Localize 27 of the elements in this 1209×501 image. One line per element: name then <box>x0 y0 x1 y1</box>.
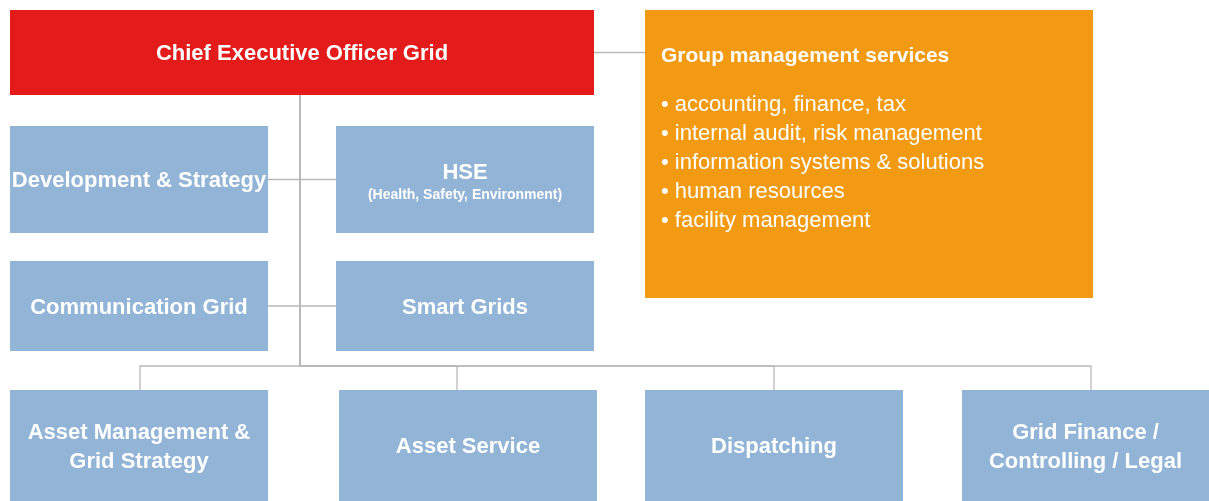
unit-box <box>645 390 903 501</box>
unit-name: Grid Finance / Controlling / Legal <box>987 417 1184 475</box>
services-box <box>645 10 1093 298</box>
unit-box <box>339 390 597 501</box>
unit-box <box>10 390 268 501</box>
unit-name: Chief Executive Officer Grid <box>155 39 449 67</box>
connector-line <box>593 51 646 54</box>
unit-name: Asset Service <box>395 432 541 460</box>
unit-box <box>336 126 594 233</box>
list-item: • human resources <box>661 177 846 205</box>
unit-name: HSE <box>442 158 488 186</box>
unit-box <box>962 390 1209 501</box>
executive-box <box>10 10 594 95</box>
unit-name: Asset Management & Grid Strategy <box>26 417 252 475</box>
unit-name: Dispatching <box>711 432 837 460</box>
unit-box <box>10 126 268 233</box>
unit-box <box>10 261 268 351</box>
unit-name: Smart Grids <box>402 292 528 321</box>
heading: Group management services <box>661 42 950 68</box>
unit-name: Communication Grid <box>30 292 248 321</box>
unit-name: Development & Strategy <box>11 166 267 194</box>
subtitle: (Health, Safety, Environment) <box>367 186 563 202</box>
list-item: • accounting, finance, tax <box>661 90 907 118</box>
unit-box <box>336 261 594 351</box>
list-item: • information systems & solutions <box>661 148 985 176</box>
list-item: • internal audit, risk management <box>661 119 983 147</box>
list-item: • facility management <box>661 206 872 234</box>
